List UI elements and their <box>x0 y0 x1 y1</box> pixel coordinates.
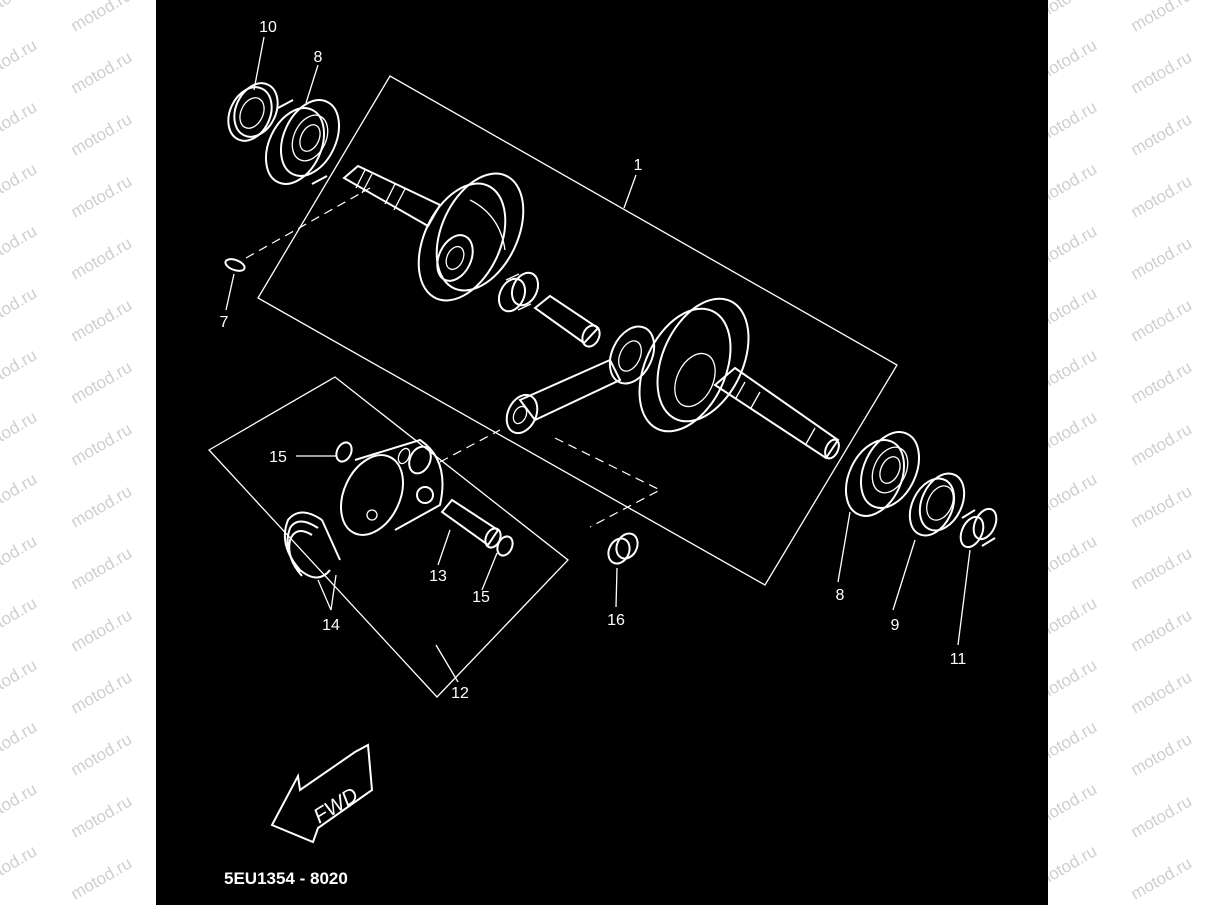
piston-pin-clip-lower <box>496 535 514 557</box>
watermark-text: motod.ru <box>68 544 136 594</box>
callout-11: 11 <box>950 651 967 668</box>
leader-lines <box>225 36 971 683</box>
part-code: 5EU1354 - 8020 <box>224 869 348 888</box>
spacer-collar <box>959 507 998 549</box>
bearing-right <box>844 431 921 517</box>
pin-alignment-line <box>439 429 501 463</box>
watermark-text: motod.ru <box>0 655 40 705</box>
woodruff-key <box>224 258 246 272</box>
crankshaft-right-half <box>638 297 840 460</box>
watermark-text: motod.ru <box>0 35 40 85</box>
watermark-text: motod.ru <box>1128 730 1196 780</box>
watermark-text: motod.ru <box>68 606 136 656</box>
watermark-text: motod.ru <box>68 0 136 36</box>
watermark-text: motod.ru <box>68 110 136 160</box>
diagram-panel <box>156 0 1048 905</box>
watermark-text: motod.ru <box>68 172 136 222</box>
watermark-text: motod.ru <box>0 717 40 767</box>
watermark-text: motod.ru <box>0 469 40 519</box>
watermark-text: motod.ru <box>0 841 40 891</box>
watermark-text: motod.ru <box>1128 172 1196 222</box>
watermark-text: motod.ru <box>1128 482 1196 532</box>
callout-1: 1 <box>634 157 643 174</box>
bearing-alignment-line <box>554 437 662 528</box>
callout-9: 9 <box>891 617 900 634</box>
crank-pin-needle-bearing <box>497 271 540 313</box>
callout-14: 14 <box>322 617 340 634</box>
callout-8-right: 8 <box>836 587 845 604</box>
connecting-rod <box>505 325 656 435</box>
watermark-text: motod.ru <box>0 283 40 333</box>
watermark-text: motod.ru <box>68 482 136 532</box>
watermark-text: motod.ru <box>1128 0 1196 36</box>
crank-pin <box>533 294 601 348</box>
watermark-text: motod.ru <box>0 593 40 643</box>
callout-15-upper: 15 <box>269 449 287 466</box>
watermark-text: motod.ru <box>1128 606 1196 656</box>
watermark-text: motod.ru <box>0 0 40 23</box>
watermark-text: motod.ru <box>0 221 40 271</box>
callout-15-lower: 15 <box>472 589 490 606</box>
watermark-text: motod.ru <box>0 407 40 457</box>
watermark-text: motod.ru <box>0 97 40 147</box>
watermark-text: motod.ru <box>1128 358 1196 408</box>
watermark-text: motod.ru <box>0 779 40 829</box>
watermark-text: motod.ru <box>1128 420 1196 470</box>
small-end-bearing <box>607 532 639 565</box>
watermark-text: motod.ru <box>0 159 40 209</box>
piston-assembly-outline <box>207 376 569 698</box>
key-alignment-line <box>245 187 371 259</box>
oil-seal-left <box>227 82 279 142</box>
watermark-text: motod.ru <box>1128 668 1196 718</box>
callout-10: 10 <box>259 19 277 36</box>
callout-8-left: 8 <box>314 49 323 66</box>
callout-16: 16 <box>607 612 625 629</box>
crankshaft-left-half <box>342 164 525 302</box>
watermark-text: motod.ru <box>68 296 136 346</box>
watermark-text: motod.ru <box>68 358 136 408</box>
watermark-text: motod.ru <box>0 531 40 581</box>
watermark-text: motod.ru <box>68 234 136 284</box>
watermark-text: motod.ru <box>68 854 136 904</box>
watermark-text: motod.ru <box>68 730 136 780</box>
watermark-text: motod.ru <box>68 668 136 718</box>
piston-pin-clip-upper <box>335 441 353 463</box>
oil-seal-right <box>908 472 966 537</box>
watermark-text: motod.ru <box>68 792 136 842</box>
watermark-text: motod.ru <box>1128 792 1196 842</box>
watermark-text: motod.ru <box>1128 48 1196 98</box>
callout-12: 12 <box>451 685 469 702</box>
watermark-text: motod.ru <box>1128 234 1196 284</box>
watermark-text: motod.ru <box>1128 110 1196 160</box>
piston-ring-set <box>284 511 341 579</box>
watermark-text: motod.ru <box>1128 854 1196 904</box>
bearing-left <box>264 99 341 185</box>
callout-13: 13 <box>429 568 447 585</box>
watermark-text: motod.ru <box>68 420 136 470</box>
piston <box>340 438 444 536</box>
watermark-text: motod.ru <box>0 345 40 395</box>
watermark-text: motod.ru <box>1128 544 1196 594</box>
watermark-text: motod.ru <box>1128 296 1196 346</box>
watermark-text: motod.ru <box>68 48 136 98</box>
callout-7: 7 <box>220 314 229 331</box>
crankshaft-assembly-outline <box>257 75 898 586</box>
